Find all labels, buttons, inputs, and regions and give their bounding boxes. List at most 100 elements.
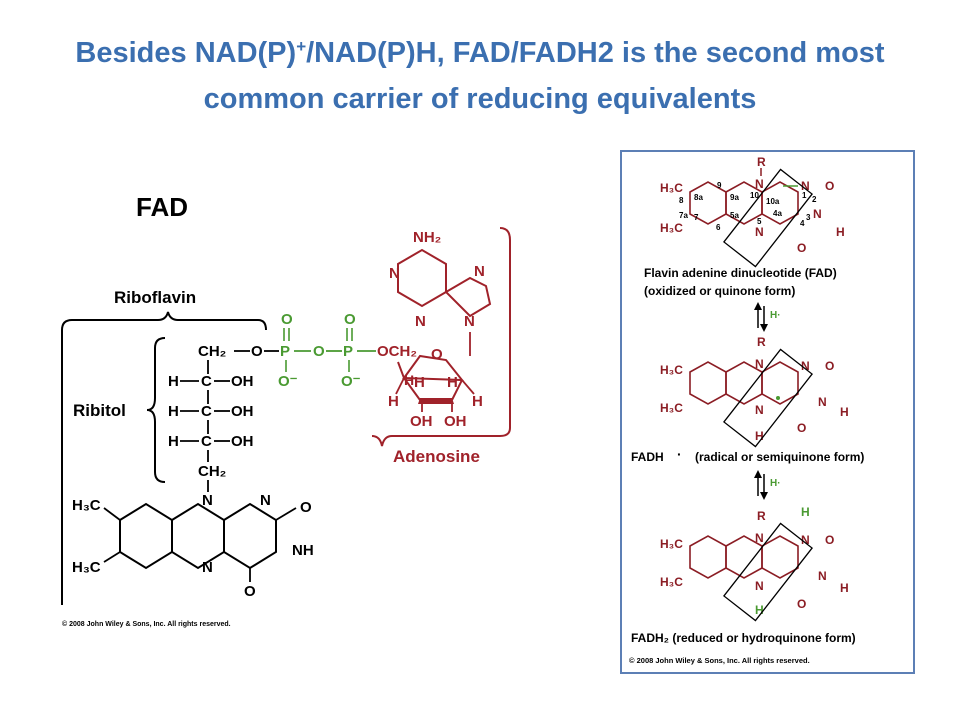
adenosine-group: OCH₂ O H H H H H OH OH N NH₂ N N N	[371, 227, 511, 447]
svg-text:H₃C: H₃C	[660, 363, 683, 377]
svg-text:7: 7	[694, 213, 699, 222]
svg-text:H: H	[840, 581, 849, 595]
riboflavin-bracket	[61, 311, 267, 605]
equilibrium-arrow-1	[754, 302, 768, 332]
svg-text:NH₂: NH₂	[413, 229, 441, 246]
svg-text:5: 5	[757, 217, 762, 226]
state3-label: FADH₂ (reduced or hydroquinone form)	[631, 631, 856, 645]
svg-text:P: P	[343, 343, 353, 360]
svg-text:N: N	[801, 359, 810, 373]
semiquinone-highlight-box	[723, 348, 813, 448]
svg-text:8a: 8a	[694, 193, 703, 202]
svg-text:1: 1	[802, 191, 807, 200]
svg-text:H₃C: H₃C	[660, 181, 683, 195]
state1-label: Flavin adenine dinucleotide (FAD)	[644, 266, 837, 280]
svg-text:OH: OH	[410, 413, 433, 430]
svg-text:OH: OH	[444, 413, 467, 430]
svg-text:H: H	[414, 374, 425, 391]
svg-text:O: O	[300, 499, 312, 516]
oxidized-highlight-box	[723, 168, 813, 268]
svg-text:H₃C: H₃C	[660, 537, 683, 551]
svg-text:OCH₂: OCH₂	[377, 343, 417, 360]
svg-text:O: O	[797, 241, 806, 255]
svg-text:H₃C: H₃C	[660, 575, 683, 589]
svg-text:O: O	[251, 343, 263, 360]
svg-text:H: H	[388, 393, 399, 410]
svg-text:3: 3	[806, 213, 811, 222]
svg-text:N: N	[801, 533, 810, 547]
riboflavin-label: Riboflavin	[114, 288, 196, 307]
svg-text:NH: NH	[292, 542, 314, 559]
oxidized-ring-numbers: 9 8a 8 7a 7 6 5a 9a 10 10a 4a 5 4 2 1 3	[679, 181, 817, 232]
svg-text:H: H	[801, 505, 810, 519]
svg-text:H: H	[755, 429, 764, 443]
svg-text:N: N	[755, 225, 764, 239]
svg-text:N: N	[755, 403, 764, 417]
svg-text:N: N	[818, 569, 827, 583]
semiquinone-structure: R N N N H O N H O H₃C H₃C	[660, 335, 849, 443]
svg-text:10a: 10a	[766, 197, 780, 206]
svg-text:6: 6	[716, 223, 721, 232]
svg-text:O: O	[825, 179, 834, 193]
fad-label: FAD	[136, 192, 188, 222]
svg-text:N: N	[755, 579, 764, 593]
slide-title: Besides NAD(P)+/NAD(P)H, FAD/FADH2 is th…	[75, 37, 885, 115]
svg-text:N: N	[801, 179, 810, 193]
svg-text:R: R	[757, 335, 766, 349]
oxidized-structure: R N N N O N H O H₃C H₃C	[660, 155, 845, 255]
equilibrium-arrow-2	[754, 470, 768, 500]
svg-text:O: O	[431, 346, 443, 363]
svg-text:O: O	[825, 533, 834, 547]
svg-text:N: N	[202, 492, 213, 509]
svg-text:4: 4	[800, 219, 805, 228]
svg-text:CH₂: CH₂	[198, 343, 226, 360]
svg-text:C: C	[201, 373, 212, 390]
svg-text:R: R	[757, 509, 766, 523]
svg-text:CH₂: CH₂	[198, 463, 226, 480]
svg-text:9a: 9a	[730, 193, 739, 202]
state1b-label: (oxidized or quinone form)	[644, 284, 795, 298]
svg-text:7a: 7a	[679, 211, 688, 220]
svg-text:H₃C: H₃C	[72, 559, 101, 576]
svg-text:O: O	[825, 359, 834, 373]
svg-text:H: H	[168, 433, 179, 450]
svg-text:N: N	[202, 559, 213, 576]
svg-text:N: N	[260, 492, 271, 509]
state2-desc: (radical or semiquinone form)	[695, 450, 864, 464]
adenosine-label: Adenosine	[393, 447, 480, 466]
svg-text:9: 9	[717, 181, 722, 190]
svg-text:H: H	[836, 225, 845, 239]
ribitol-label: Ribitol	[73, 401, 126, 420]
svg-text:N: N	[818, 395, 827, 409]
svg-text:4a: 4a	[773, 209, 782, 218]
svg-text:O⁻: O⁻	[341, 373, 361, 390]
svg-text:8: 8	[679, 196, 684, 205]
svg-text:C: C	[201, 403, 212, 420]
left-copyright: © 2008 John Wiley & Sons, Inc. All right…	[62, 620, 231, 628]
svg-text:H₃C: H₃C	[660, 401, 683, 415]
state2-name: FADH	[631, 450, 664, 464]
svg-text:H: H	[168, 403, 179, 420]
hdot-label-2: H·	[770, 478, 781, 489]
svg-text:H: H	[447, 374, 458, 391]
svg-text:H: H	[840, 405, 849, 419]
svg-text:OH: OH	[231, 403, 254, 420]
svg-text:N: N	[464, 313, 475, 330]
svg-text:O: O	[281, 311, 293, 328]
svg-text:2: 2	[812, 195, 817, 204]
svg-text:O: O	[244, 583, 256, 600]
ribitol-bracket	[146, 337, 166, 483]
svg-text:P: P	[280, 343, 290, 360]
svg-text:N: N	[755, 357, 764, 371]
svg-text:H: H	[472, 393, 483, 410]
svg-text:N: N	[755, 177, 764, 191]
hydroquinone-structure: R N H N N H O N H O H₃C H₃C	[660, 505, 849, 617]
svg-text:N: N	[755, 531, 764, 545]
svg-text:N: N	[813, 207, 822, 221]
svg-text:OH: OH	[231, 373, 254, 390]
svg-text:10: 10	[750, 191, 759, 200]
svg-text:O: O	[313, 343, 325, 360]
svg-text:O⁻: O⁻	[278, 373, 298, 390]
svg-text:H: H	[755, 603, 764, 617]
